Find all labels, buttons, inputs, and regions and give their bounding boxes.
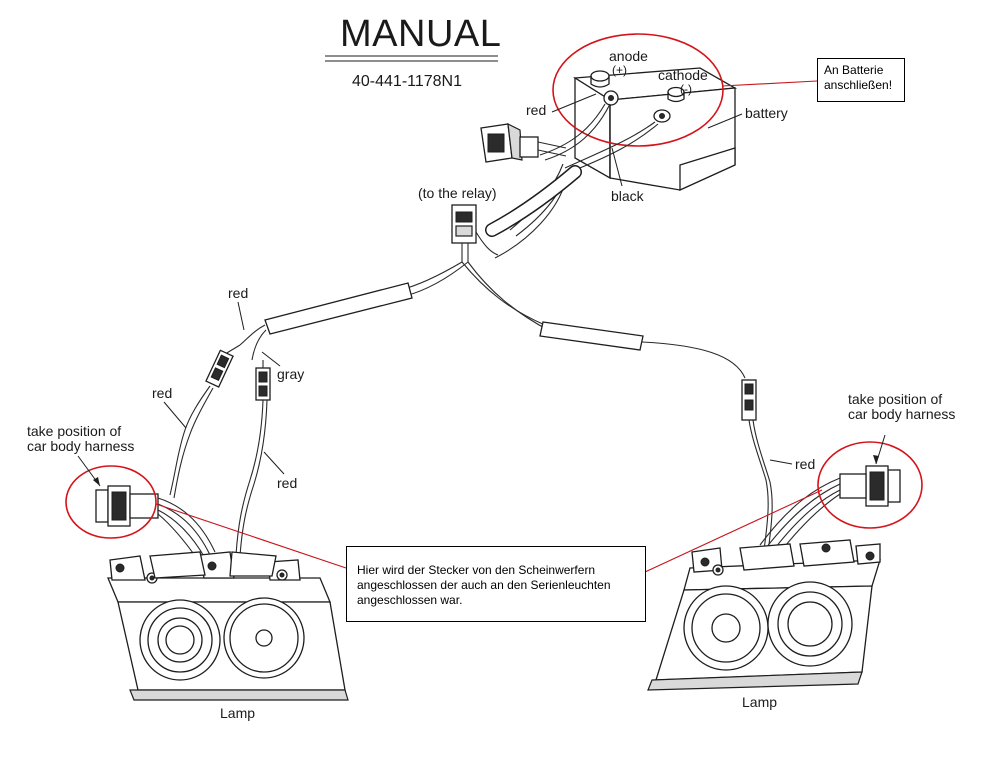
- take-position-right-line1: take position of: [848, 391, 942, 407]
- relay-label: (to the relay): [418, 185, 497, 201]
- take-position-left-line1: take position of: [27, 423, 121, 439]
- red-battery-leader: [551, 93, 597, 113]
- harness-sleeve-left: [264, 282, 413, 335]
- red-lower-left-label: red: [277, 475, 297, 491]
- black-label: black: [611, 188, 645, 204]
- gray-leader: [261, 351, 281, 367]
- left-harness-connector: [95, 485, 216, 561]
- fuse-connector: [480, 122, 567, 163]
- red-upper-left-label: red: [228, 285, 248, 301]
- harness-sleeve-right: [539, 321, 644, 351]
- red-right-leader: [769, 459, 793, 465]
- plug-note-pointer-left: [155, 503, 347, 569]
- red-left-label: red: [152, 385, 172, 401]
- plug-note-pointer-right: [644, 489, 823, 573]
- red-lower-left-leader: [263, 451, 285, 475]
- plug-note: Hier wird der Stecker von den Scheinwerf…: [346, 546, 646, 622]
- battery-note: An Batterie anschließen!: [817, 58, 905, 102]
- battery-note-line1: An Batterie: [824, 63, 884, 77]
- battery-note-pointer: [721, 80, 818, 87]
- manual-code: 40-441-1178N1: [352, 73, 462, 90]
- left-harness: [169, 261, 469, 557]
- lamp-left-label: Lamp: [220, 705, 255, 721]
- relay-connector: [451, 204, 499, 262]
- battery-leader: [707, 113, 743, 129]
- battery-highlight-circle: [552, 33, 724, 147]
- black-leader: [611, 147, 623, 187]
- take-position-left-line2: car body harness: [27, 438, 134, 454]
- plug-note-line2: angeschlossen der auch an den Serienleuc…: [357, 578, 611, 592]
- manual-title: MANUAL: [340, 13, 501, 55]
- lamp-right-label: Lamp: [742, 694, 777, 710]
- left-lamp: [107, 551, 349, 701]
- red-right-label: red: [795, 456, 815, 472]
- cathode-label: cathode: [658, 67, 708, 83]
- plug-note-line3: angeschlossen war.: [357, 593, 463, 607]
- anode-sign: (+): [612, 63, 627, 77]
- right-harness-connector: [759, 465, 901, 556]
- right-harness-highlight-circle: [817, 441, 923, 529]
- take-position-right-line2: car body harness: [848, 406, 955, 422]
- red-upper-left-leader: [237, 301, 245, 331]
- anode-label: anode: [609, 48, 648, 64]
- gray-label: gray: [277, 366, 304, 382]
- right-lamp: [647, 539, 881, 691]
- anode-terminal: [590, 70, 610, 82]
- plug-note-line1: Hier wird der Stecker von den Scheinwerf…: [357, 563, 596, 577]
- cathode-sign: (-): [680, 82, 692, 96]
- red-left-leader: [163, 401, 187, 429]
- take-position-left-arrowhead: [93, 477, 100, 486]
- battery: [572, 67, 738, 192]
- battery-label: battery: [745, 105, 788, 121]
- left-harness-highlight-circle: [65, 465, 157, 539]
- battery-note-line2: anschließen!: [824, 78, 893, 92]
- take-position-right-arrowhead: [873, 455, 879, 464]
- red-battery-label: red: [526, 102, 546, 118]
- harness-sleeve-battery: [486, 166, 581, 236]
- right-harness: [461, 261, 773, 553]
